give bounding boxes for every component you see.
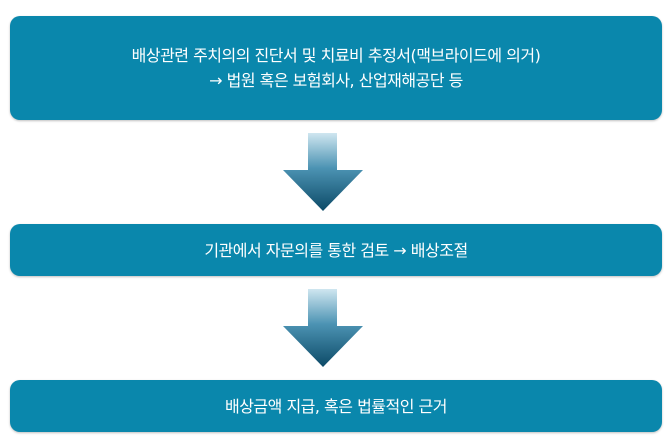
- step-2-line-1: 기관에서 자문의를 통한 검토 → 배상조절: [204, 240, 468, 260]
- step-3-line-1: 배상금액 지급, 혹은 법률적인 근거: [224, 396, 448, 416]
- step-1-line-1: 배상관련 주치의의 진단서 및 치료비 추정서(맥브라이드에 의거): [131, 46, 541, 65]
- down-arrow-icon: [283, 289, 363, 367]
- step-1-line-2: → 법원 혹은 보험회사, 산업재해공단 등: [209, 71, 463, 90]
- flow-step-3: 배상금액 지급, 혹은 법률적인 근거: [10, 380, 662, 432]
- flow-step-2: 기관에서 자문의를 통한 검토 → 배상조절: [10, 224, 662, 276]
- flow-step-1: 배상관련 주치의의 진단서 및 치료비 추정서(맥브라이드에 의거) → 법원 …: [10, 16, 662, 120]
- down-arrow-icon: [283, 133, 363, 211]
